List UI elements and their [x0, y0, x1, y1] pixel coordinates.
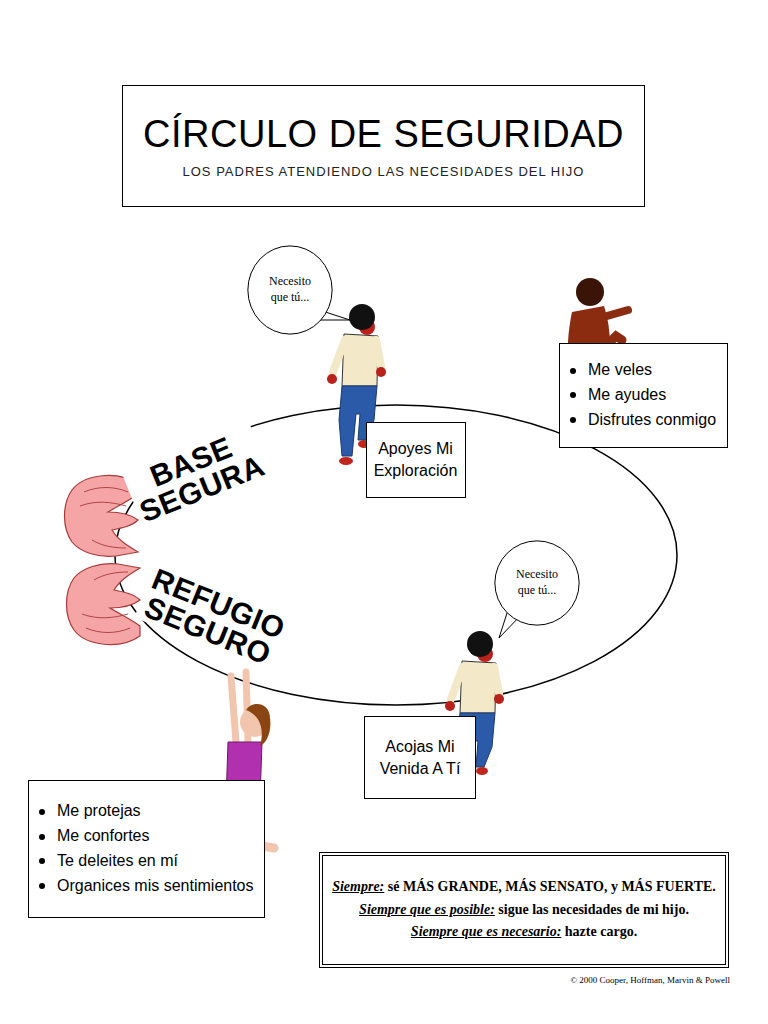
list-row: Te deleites en mí: [37, 849, 254, 874]
bubble-ellipse: [495, 541, 579, 625]
node-content: Me protejasMe confortesTe deleites en mí…: [37, 799, 254, 898]
list-item: Me ayudes: [588, 383, 666, 408]
list-item: Organices mis sentimientos: [57, 874, 254, 899]
bullet-dot: [570, 392, 576, 398]
bullet-dot: [39, 883, 45, 889]
child-hair: [576, 278, 604, 306]
list-item: Me veles: [588, 358, 652, 383]
list-item: Te deleites en mí: [57, 849, 178, 874]
lower-hand: [67, 564, 141, 645]
node-text: Acojas Mi Venida A Tí: [371, 736, 469, 779]
list-row: Me ayudes: [568, 383, 716, 408]
node-content: Me velesMe ayudesDisfrutes conmigo: [568, 358, 716, 432]
bullet-dot: [570, 368, 576, 374]
title-text: CÍRCULO DE SEGURIDAD: [143, 113, 624, 157]
list-row: Me confortes: [37, 824, 254, 849]
zone-label: BASE SEGURA: [122, 422, 271, 528]
baby-arm: [231, 676, 236, 742]
list-row: Me veles: [568, 358, 716, 383]
zone-label: REFUGIO SEGURO: [134, 563, 292, 672]
rule-line: Siempre que es necesario: hazte cargo.: [332, 921, 716, 943]
list-item: Disfrutes conmigo: [588, 408, 716, 433]
child-arm: [600, 310, 628, 318]
node-content: Apoyes Mi Exploración: [373, 438, 459, 481]
node-content: Acojas Mi Venida A Tí: [371, 736, 469, 779]
rule-line: Siempre que es posible: sigue las necesi…: [332, 899, 716, 921]
bullet-dot: [39, 834, 45, 840]
rule-text: sigue las necesidades de mi hijo.: [498, 902, 689, 917]
copyright-note: © 2000 Cooper, Hoffman, Marvin & Powell: [570, 975, 730, 985]
rules-box: Siempre: sé MÁS GRANDE, MÁS SENSATO, y M…: [319, 852, 729, 968]
need-box: Acojas Mi Venida A Tí: [364, 716, 476, 799]
subtitle-text: LOS PADRES ATENDIENDO LAS NECESIDADES DE…: [143, 164, 624, 179]
speech-bubble: Necesito que tú...: [247, 245, 333, 335]
node-content: Siempre: sé MÁS GRANDE, MÁS SENSATO, y M…: [332, 876, 716, 943]
rule-text: sé MÁS GRANDE, MÁS SENSATO, y MÁS FUERTE…: [388, 879, 716, 894]
baby-hair: [246, 704, 270, 746]
title-box: CÍRCULO DE SEGURIDAD LOS PADRES ATENDIEND…: [122, 85, 645, 207]
node-text: Necesito que tú...: [261, 274, 319, 305]
needs-list-box: Me protejasMe confortesTe deleites en mí…: [28, 780, 265, 918]
node-content: CÍRCULO DE SEGURIDAD LOS PADRES ATENDIEND…: [143, 113, 624, 180]
need-box: Apoyes Mi Exploración: [366, 422, 466, 498]
list-item: Me confortes: [57, 824, 149, 849]
bullet-dot: [39, 858, 45, 864]
rule-line: Siempre: sé MÁS GRANDE, MÁS SENSATO, y M…: [332, 876, 716, 898]
bullet-dot: [39, 809, 45, 815]
bullet-dot: [570, 417, 576, 423]
rule-keyword: Siempre:: [332, 879, 384, 894]
rule-keyword: Siempre que es necesario:: [411, 924, 561, 939]
security-circle: [115, 405, 677, 705]
list-row: Me protejas: [37, 799, 254, 824]
node-content: Necesito que tú...: [508, 567, 566, 598]
rule-keyword: Siempre que es posible:: [359, 902, 495, 917]
speech-bubble: Necesito que tú...: [494, 540, 580, 626]
node-content: Necesito que tú...: [261, 274, 319, 305]
list-row: Organices mis sentimientos: [37, 874, 254, 899]
node-text: Apoyes Mi Exploración: [373, 438, 459, 481]
node-text: Necesito que tú...: [508, 567, 566, 598]
list-item: Me protejas: [57, 799, 141, 824]
bubble-ellipse: [248, 246, 332, 334]
list-row: Disfrutes conmigo: [568, 408, 716, 433]
rule-text: hazte cargo.: [565, 924, 637, 939]
needs-list-box: Me velesMe ayudesDisfrutes conmigo: [559, 343, 728, 448]
